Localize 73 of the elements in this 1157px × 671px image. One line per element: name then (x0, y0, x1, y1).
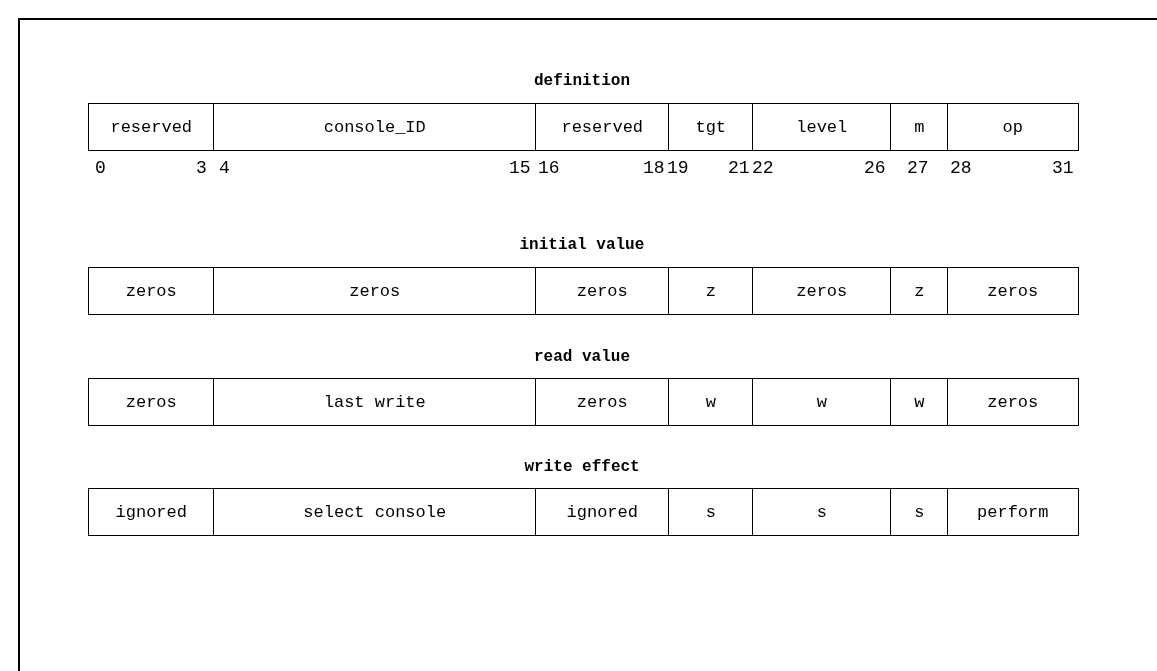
bit-number: 16 (538, 158, 560, 178)
bit-field-cell (947, 267, 1079, 315)
bit-number: 22 (752, 158, 774, 178)
register-row-title: definition (534, 72, 630, 90)
bit-field-cell (890, 378, 949, 426)
field-label: m (914, 117, 925, 137)
bit-field-cell (535, 267, 670, 315)
field-label: z (705, 281, 716, 301)
bit-field-cell (668, 267, 754, 315)
register-row-title: write effect (524, 458, 640, 476)
field-label: s (816, 502, 827, 522)
field-label: zeros (125, 281, 177, 301)
field-label: s (705, 502, 716, 522)
field-label: zeros (349, 281, 401, 301)
bit-field-cell (535, 378, 670, 426)
field-label: zeros (987, 392, 1039, 412)
register-row-title: initial value (519, 236, 645, 254)
bit-number: 27 (907, 158, 929, 178)
field-label: tgt (695, 117, 727, 137)
bit-number: 28 (950, 158, 972, 178)
bit-field-cell (947, 488, 1079, 536)
field-label: reserved (110, 117, 193, 137)
bit-number: 18 (643, 158, 665, 178)
field-label: zeros (987, 281, 1039, 301)
bit-field-cell (88, 488, 215, 536)
bit-field-cell (535, 488, 670, 536)
bit-number: 31 (1052, 158, 1074, 178)
bit-field-cell (668, 103, 754, 151)
field-label: w (914, 392, 925, 412)
bit-field-cell (668, 378, 754, 426)
bit-number: 19 (667, 158, 689, 178)
bit-field-cell (88, 267, 215, 315)
bit-field-cell (890, 488, 949, 536)
bit-field-cell (752, 488, 892, 536)
field-label: console_ID (323, 117, 426, 137)
bit-field-cell (752, 378, 892, 426)
bit-field-cell (947, 103, 1079, 151)
field-label: zeros (576, 281, 628, 301)
bit-number: 15 (509, 158, 531, 178)
bit-number: 4 (219, 158, 230, 178)
field-label: ignored (115, 502, 187, 522)
bit-field-cell (752, 103, 892, 151)
field-label: last write (323, 392, 426, 412)
bit-field-cell (88, 103, 215, 151)
field-label: reserved (561, 117, 644, 137)
field-label: select console (303, 502, 447, 522)
field-label: zeros (125, 392, 177, 412)
bit-field-cell (213, 103, 537, 151)
field-label: w (705, 392, 716, 412)
bit-field-cell (890, 103, 949, 151)
field-label: w (816, 392, 827, 412)
bit-field-cell (213, 488, 537, 536)
field-label: zeros (576, 392, 628, 412)
bit-field-cell (213, 267, 537, 315)
bit-field-cell (752, 267, 892, 315)
bit-field-cell (668, 488, 754, 536)
field-label: level (796, 117, 848, 137)
field-label: s (914, 502, 925, 522)
field-label: zeros (796, 281, 848, 301)
bit-number: 26 (864, 158, 886, 178)
field-label: ignored (566, 502, 638, 522)
bit-number: 21 (728, 158, 750, 178)
bit-field-cell (88, 378, 215, 426)
field-label: z (914, 281, 925, 301)
bit-number: 3 (196, 158, 207, 178)
bit-field-cell (890, 267, 949, 315)
field-label: perform (977, 502, 1049, 522)
field-label: op (1002, 117, 1023, 137)
bit-field-cell (213, 378, 537, 426)
bit-number: 0 (95, 158, 106, 178)
bit-field-cell (535, 103, 670, 151)
bit-field-cell (947, 378, 1079, 426)
register-row-title: read value (534, 348, 630, 366)
